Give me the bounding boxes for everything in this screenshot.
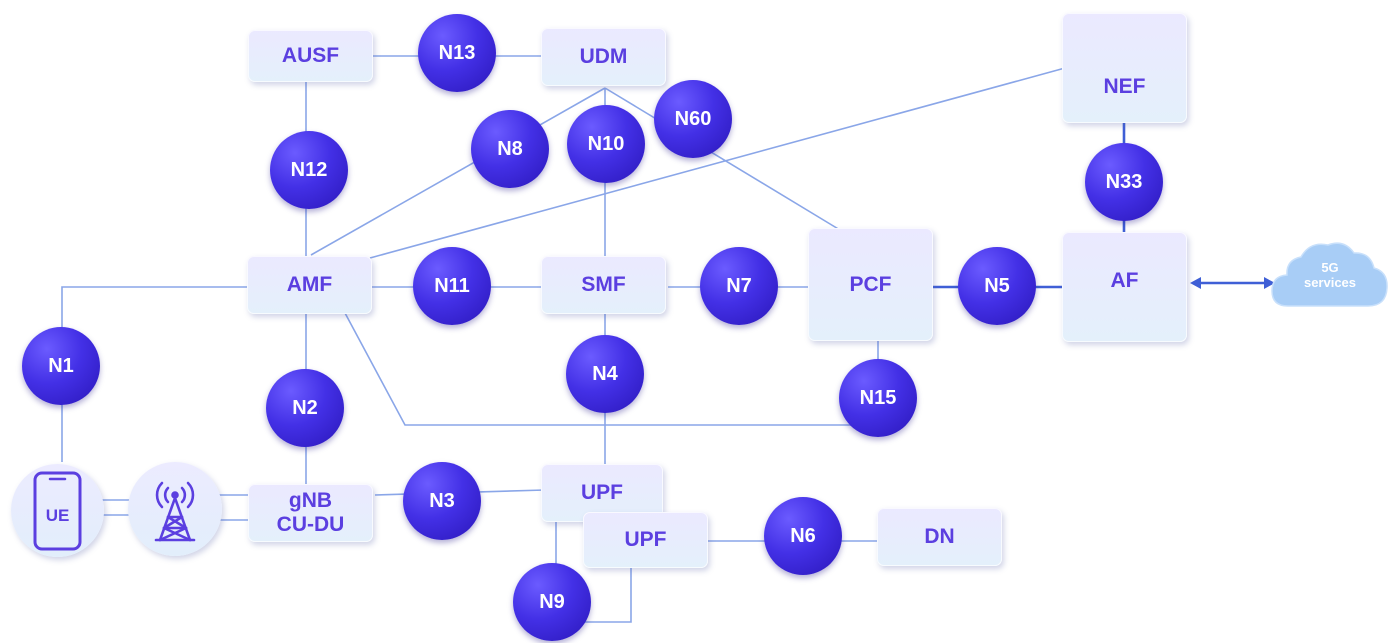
ausf-node[interactable]: AUSF bbox=[248, 30, 373, 82]
ue-node[interactable]: UE bbox=[11, 464, 104, 557]
interface-n10[interactable]: N10 bbox=[567, 105, 645, 183]
gnb-node[interactable]: gNB CU-DU bbox=[248, 484, 373, 542]
smartphone-icon bbox=[33, 471, 82, 551]
dn-node[interactable]: DN bbox=[877, 508, 1002, 566]
nef-node[interactable]: NEF bbox=[1062, 13, 1187, 123]
smf-node[interactable]: SMF bbox=[541, 256, 666, 314]
interface-n7[interactable]: N7 bbox=[700, 247, 778, 325]
radio-tower-node[interactable] bbox=[128, 462, 222, 556]
interface-n12[interactable]: N12 bbox=[270, 131, 348, 209]
interface-n33[interactable]: N33 bbox=[1085, 143, 1163, 221]
interface-n6[interactable]: N6 bbox=[764, 497, 842, 575]
interface-n2[interactable]: N2 bbox=[266, 369, 344, 447]
cell-tower-icon bbox=[154, 481, 196, 542]
interface-n5[interactable]: N5 bbox=[958, 247, 1036, 325]
interface-n11[interactable]: N11 bbox=[413, 247, 491, 325]
interface-n1[interactable]: N1 bbox=[22, 327, 100, 405]
cloud-label: 5G services bbox=[1303, 260, 1357, 290]
interface-n8[interactable]: N8 bbox=[471, 110, 549, 188]
interface-n9[interactable]: N9 bbox=[513, 563, 591, 641]
pcf-node[interactable]: PCF bbox=[808, 228, 933, 341]
interface-n60[interactable]: N60 bbox=[654, 80, 732, 158]
ue-label: UE bbox=[45, 506, 70, 525]
af-node[interactable]: AF bbox=[1062, 232, 1187, 342]
services-cloud[interactable]: 5G services bbox=[1270, 238, 1390, 312]
udm-node[interactable]: UDM bbox=[541, 28, 666, 86]
upf-node-2[interactable]: UPF bbox=[583, 512, 708, 568]
amf-node[interactable]: AMF bbox=[247, 256, 372, 314]
interface-n3[interactable]: N3 bbox=[403, 462, 481, 540]
interface-n13[interactable]: N13 bbox=[418, 14, 496, 92]
cloud-icon bbox=[1271, 242, 1388, 307]
interface-n15[interactable]: N15 bbox=[839, 359, 917, 437]
interface-n4[interactable]: N4 bbox=[566, 335, 644, 413]
